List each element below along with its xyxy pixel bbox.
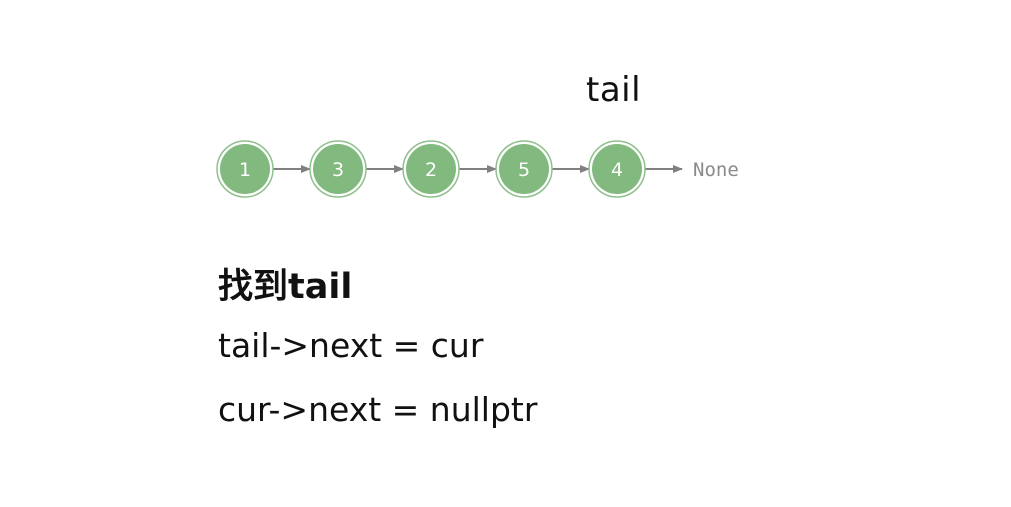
none-terminal: None bbox=[693, 159, 739, 181]
list-node-4: 5 bbox=[495, 140, 553, 198]
node-circle bbox=[313, 144, 363, 194]
list-node-5: 4 bbox=[588, 140, 646, 198]
list-node-1: 1 bbox=[216, 140, 274, 198]
node-circle bbox=[592, 144, 642, 194]
node-value: 4 bbox=[611, 159, 623, 181]
code-line-tail-next: tail->next = cur bbox=[218, 326, 484, 365]
node-value: 3 bbox=[332, 159, 344, 181]
node-circle bbox=[220, 144, 270, 194]
list-node-2: 3 bbox=[309, 140, 367, 198]
node-value: 1 bbox=[239, 159, 251, 181]
node-value: 2 bbox=[425, 159, 437, 181]
node-circle bbox=[406, 144, 456, 194]
step-title: 找到tail bbox=[218, 267, 353, 307]
node-circle bbox=[499, 144, 549, 194]
tail-pointer-label: tail bbox=[586, 70, 642, 110]
list-node-3: 2 bbox=[402, 140, 460, 198]
code-line-cur-next: cur->next = nullptr bbox=[218, 390, 538, 429]
node-value: 5 bbox=[518, 159, 530, 181]
